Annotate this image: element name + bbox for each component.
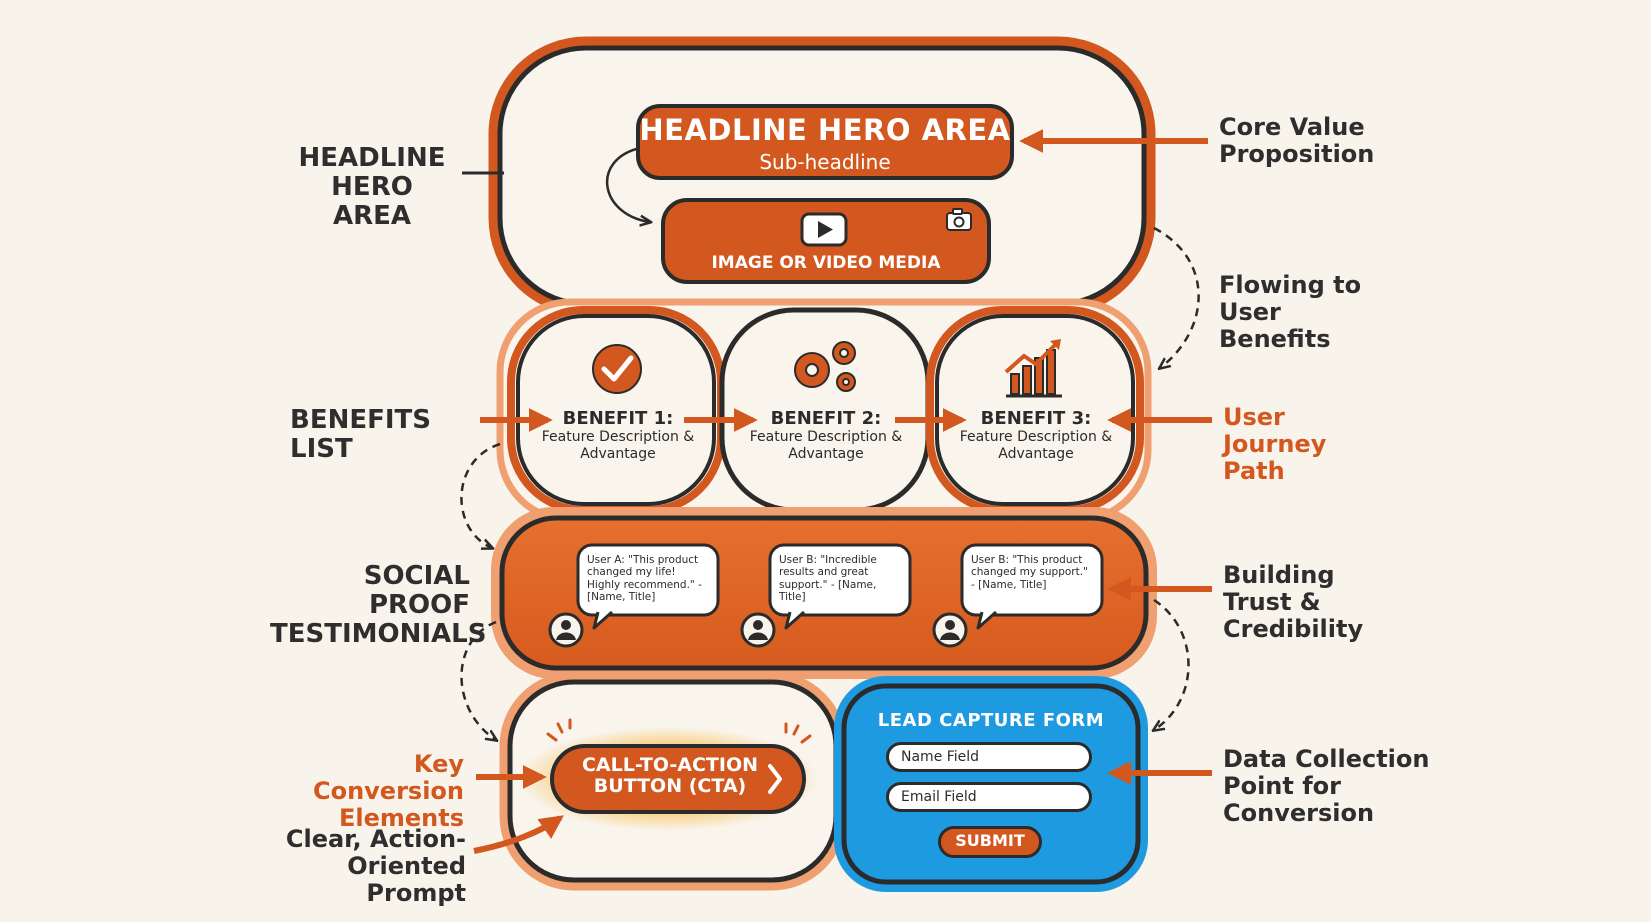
testimonial-1-quote: User A: "This product changed my life! H…: [587, 554, 702, 604]
title-to-media-arrow: [605, 146, 650, 222]
benefit-2-desc: Feature Description & Advantage: [749, 429, 903, 462]
prompt-arrow: [473, 815, 564, 854]
speech-bubble-1: [576, 543, 720, 630]
media-label: IMAGE OR VIDEO MEDIA: [711, 253, 941, 273]
speech-bubble-2: [768, 543, 912, 630]
hero-title-box: [636, 104, 1014, 180]
camera-icon: [946, 208, 972, 231]
cta-button-shape[interactable]: [550, 744, 806, 814]
avatar-1: [548, 612, 584, 648]
benefit-1-text: BENEFIT 1: Feature Description & Advanta…: [530, 408, 706, 463]
label-data-collection: Data Collection Point for Conversion: [1223, 745, 1430, 827]
chevron-right-icon[interactable]: [768, 764, 782, 794]
label-clear-prompt: Clear, Action-Oriented Prompt: [285, 825, 466, 907]
label-key-conversion: Key Conversion Elements: [312, 750, 464, 832]
label-headline-hero-area: HEADLINE HERO AREA: [298, 143, 446, 232]
avatar-2: [740, 612, 776, 648]
label-flowing: Flowing to User Benefits: [1219, 271, 1362, 353]
testimonial-2-quote: User B: "Incredible results and great su…: [779, 554, 877, 604]
label-social-proof: SOCIAL PROOF TESTIMONIALS: [270, 561, 487, 650]
label-benefits-list: BENEFITS LIST: [290, 405, 431, 465]
check-circle-icon: [592, 344, 642, 394]
label-user-journey: User Journey Path: [1223, 403, 1327, 485]
label-core-value: Core Value Proposition: [1219, 113, 1375, 168]
benefit-2-text: BENEFIT 2: Feature Description & Advanta…: [738, 408, 914, 463]
speech-bubble-3: [960, 543, 1104, 630]
email-field[interactable]: Email Field: [886, 782, 1092, 812]
gears-icon: [794, 341, 856, 392]
form-title: LEAD CAPTURE FORM: [877, 710, 1105, 731]
submit-button[interactable]: SUBMIT: [938, 826, 1042, 858]
benefit-1-desc: Feature Description & Advantage: [541, 429, 695, 462]
play-icon[interactable]: [800, 212, 848, 247]
name-field[interactable]: Name Field: [886, 742, 1092, 772]
benefit-2-title: BENEFIT 2:: [770, 408, 882, 429]
hero-title: HEADLINE HERO AREA: [639, 113, 1011, 147]
avatar-3: [932, 612, 968, 648]
sparkle-left-icon: [546, 718, 572, 742]
hero-subheadline: Sub-headline: [759, 150, 891, 174]
benefit-3-title: BENEFIT 3:: [980, 408, 1092, 429]
testimonial-3-quote: User B: "This product changed my support…: [971, 554, 1088, 591]
benefit-3-text: BENEFIT 3: Feature Description & Advanta…: [948, 408, 1124, 463]
dashed-flow-arrows: [460, 226, 1200, 740]
benefit-3-desc: Feature Description & Advantage: [959, 429, 1113, 462]
growth-chart-icon: [1004, 339, 1062, 398]
cta-button-label[interactable]: CALL-TO-ACTION BUTTON (CTA): [581, 754, 759, 797]
sparkle-right-icon: [784, 722, 812, 744]
benefit-1-title: BENEFIT 1:: [562, 408, 674, 429]
benefit-card-3: [926, 306, 1144, 514]
label-building-trust: Building Trust & Credibility: [1223, 561, 1364, 643]
